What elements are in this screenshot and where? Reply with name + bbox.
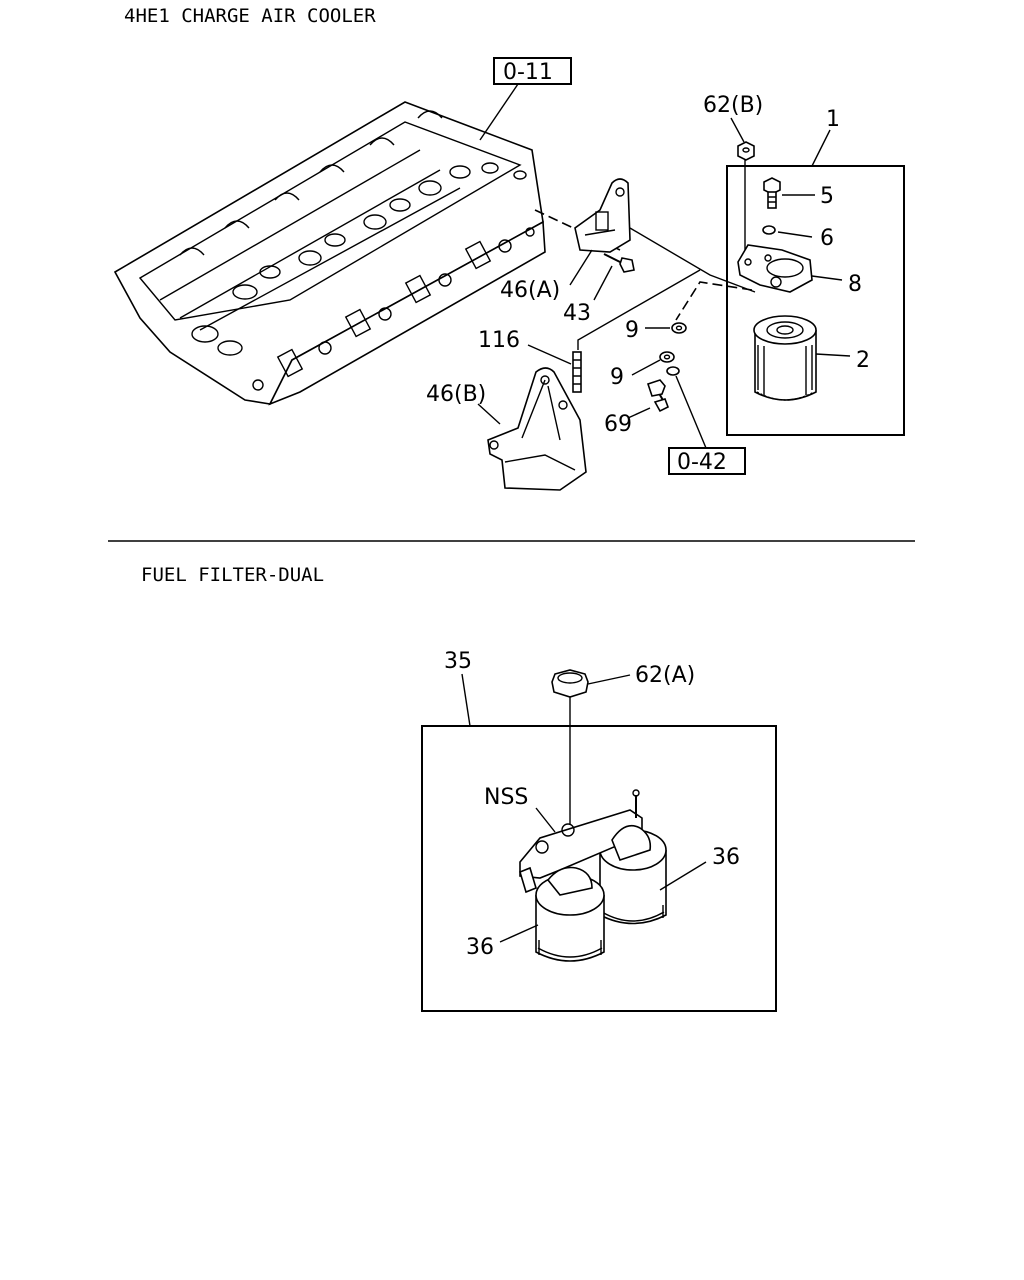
filter-element-2-drawing — [753, 315, 817, 401]
leader-nss — [535, 807, 556, 833]
leader-0-42 — [675, 375, 707, 449]
nut-62a-drawing — [551, 669, 589, 698]
washer-6-drawing — [762, 225, 776, 235]
leader-62a — [587, 674, 631, 685]
callout-43: 43 — [563, 301, 591, 326]
bracket-46a-drawing — [574, 178, 631, 253]
section-title-charge-air-cooler: 4HE1 CHARGE AIR COOLER — [124, 5, 376, 27]
leader-35 — [461, 673, 471, 727]
callout-5: 5 — [820, 184, 834, 209]
section-title-fuel-filter-dual: FUEL FILTER-DUAL — [141, 564, 324, 586]
ref-label-0-11: 0-11 — [503, 60, 553, 85]
callout-9-upper: 9 — [625, 318, 639, 343]
callout-36-right: 36 — [712, 845, 740, 870]
bolt-43-drawing — [603, 253, 635, 273]
washer-9-upper-drawing — [671, 322, 687, 334]
ref-label-0-42: 0-42 — [677, 450, 727, 475]
callout-69: 69 — [604, 412, 632, 437]
dashed-link-filter — [675, 281, 753, 321]
dual-fuel-filter-drawing — [519, 789, 667, 962]
callout-35: 35 — [444, 649, 472, 674]
callout-1: 1 — [826, 107, 840, 132]
callout-46a: 46(A) — [500, 278, 560, 303]
callout-nss: NSS — [484, 785, 528, 810]
leader-6 — [777, 231, 813, 238]
filter-head-8-drawing — [737, 244, 813, 293]
washer-small-drawing — [666, 366, 680, 376]
washer-9-lower-drawing — [659, 351, 675, 363]
callout-2: 2 — [856, 348, 870, 373]
callout-62a: 62(A) — [635, 663, 695, 688]
ref-box-0-11 — [493, 57, 572, 85]
line-bracket-to-stud — [577, 269, 701, 350]
leader-116 — [527, 344, 572, 365]
cylinder-head-drawing — [113, 101, 546, 406]
leader-36-left — [499, 924, 539, 943]
leader-46a — [569, 249, 593, 286]
nut-62b-drawing — [737, 141, 755, 161]
leader-43 — [593, 265, 613, 301]
callout-6: 6 — [820, 226, 834, 251]
filter-assembly-box — [726, 165, 905, 436]
leader-0-11 — [479, 83, 519, 141]
leader-46b — [477, 403, 501, 425]
bolt-69-drawing — [646, 379, 670, 413]
callout-36-left: 36 — [466, 935, 494, 960]
callout-46b: 46(B) — [426, 382, 486, 407]
leader-1 — [811, 129, 831, 167]
bolt-5-drawing — [763, 177, 781, 209]
callout-116: 116 — [478, 328, 520, 353]
leader-36-right — [659, 861, 707, 891]
callout-8: 8 — [848, 272, 862, 297]
leader-9-lower — [631, 359, 661, 376]
stud-116-drawing — [572, 351, 582, 393]
bracket-46b-drawing — [487, 367, 587, 491]
ref-box-0-42 — [668, 447, 746, 475]
leader-8 — [811, 275, 843, 281]
callout-62b: 62(B) — [703, 93, 763, 118]
leader-69 — [627, 407, 651, 419]
leader-62b — [730, 117, 745, 143]
callout-9-lower: 9 — [610, 365, 624, 390]
fuel-filter-assembly-box — [421, 725, 777, 1012]
line-bracket-to-filter — [629, 227, 756, 293]
leader-2 — [815, 353, 851, 357]
